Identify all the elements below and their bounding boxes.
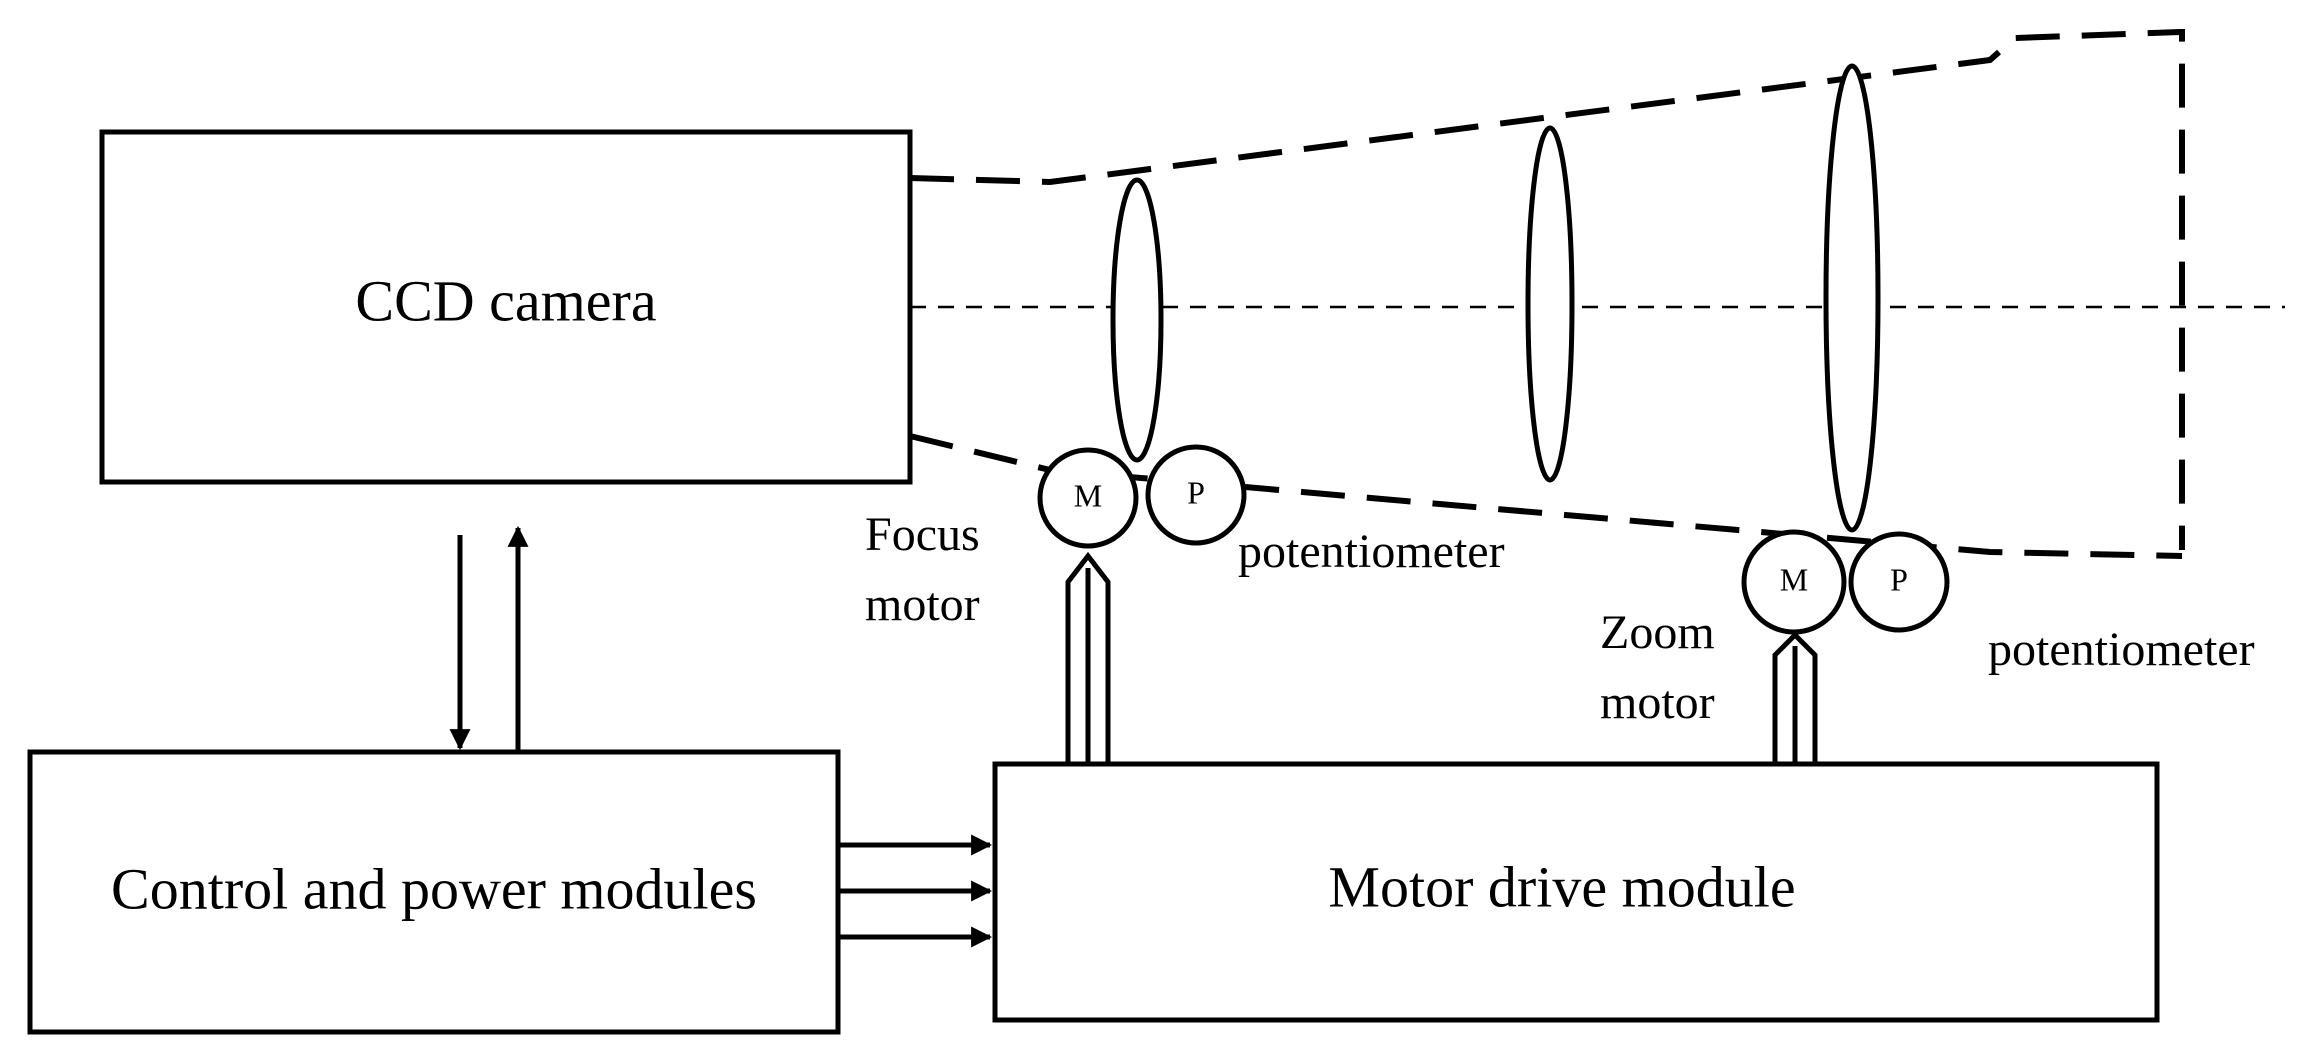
zoom-potentiometer: P bbox=[1848, 531, 1950, 633]
control-power-box bbox=[27, 749, 841, 1035]
focus-lens bbox=[1110, 177, 1164, 463]
zoom-motor-link bbox=[1772, 631, 1818, 764]
focus-motor-label-line1: Focus bbox=[865, 508, 980, 561]
zoom-lens bbox=[1823, 63, 1881, 533]
motor-drive-label: Motor drive module bbox=[1328, 854, 1795, 919]
motor-drive-block: Motor drive module bbox=[992, 761, 2160, 1023]
focus-motor-circle bbox=[1037, 447, 1139, 549]
focus-pot-circle bbox=[1145, 444, 1247, 546]
ccd-camera-label: CCD camera bbox=[355, 268, 656, 333]
zoom-motor: M bbox=[1741, 529, 1847, 635]
focus-potentiometer: P bbox=[1145, 444, 1247, 546]
focus-motor-link bbox=[1065, 551, 1111, 764]
zoom-pot-symbol: P bbox=[1890, 561, 1908, 597]
lens-barrel-bottom-edge bbox=[909, 433, 2183, 559]
control-power-block: Control and power modules bbox=[27, 749, 841, 1035]
control-power-label: Control and power modules bbox=[111, 856, 757, 921]
motor-drive-box bbox=[992, 761, 2160, 1023]
focus-pot-label: potentiometer bbox=[1238, 525, 1505, 578]
focus-pot-symbol: P bbox=[1187, 474, 1205, 510]
zoom-pot-label: potentiometer bbox=[1988, 623, 2255, 676]
lens-barrel-top-edge bbox=[909, 29, 2185, 550]
ccd-camera-box bbox=[99, 129, 913, 485]
zoom-pot-circle bbox=[1848, 531, 1950, 633]
focus-motor-symbol: M bbox=[1074, 477, 1102, 513]
middle-lens bbox=[1525, 125, 1575, 483]
ccd-camera-block: CCD camera bbox=[99, 129, 913, 485]
focus-motor: M bbox=[1037, 447, 1139, 549]
zoom-motor-label-line1: Zoom bbox=[1600, 606, 1715, 659]
zoom-motor-symbol: M bbox=[1780, 561, 1808, 597]
zoom-motor-circle bbox=[1741, 529, 1847, 635]
zoom-motor-label-line2: motor bbox=[1600, 676, 1715, 729]
focus-motor-label-line2: motor bbox=[865, 578, 980, 631]
